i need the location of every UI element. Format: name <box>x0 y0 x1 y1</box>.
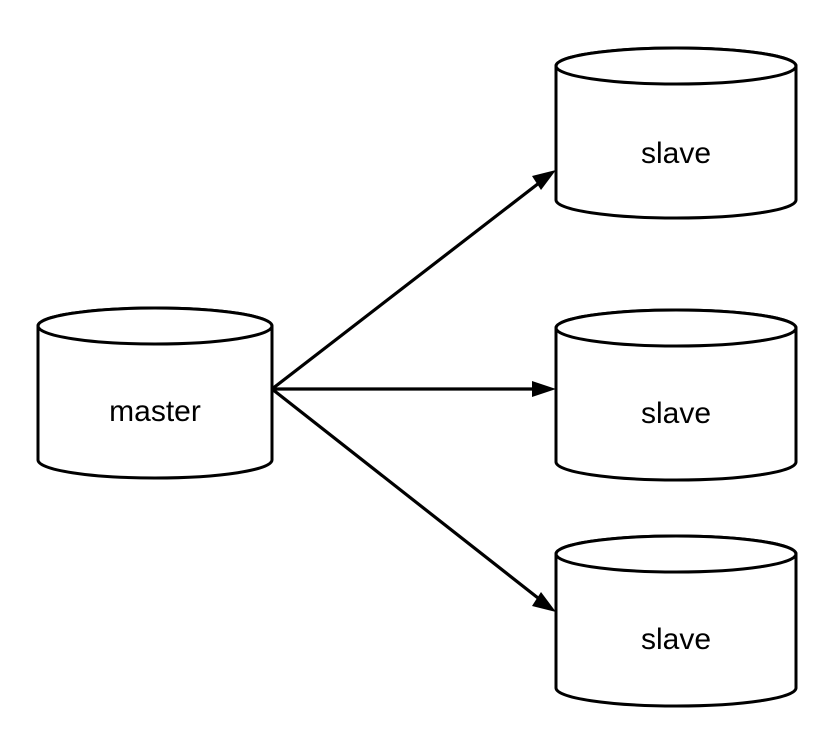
arrowhead-icon <box>532 592 556 612</box>
edge-master-to-slave-3[interactable] <box>271 387 556 612</box>
node-label-slave-3: slave <box>641 623 711 656</box>
cylinder-top-ellipse <box>554 534 798 574</box>
cylinder-top-ellipse <box>36 306 274 346</box>
arrowhead-icon <box>532 381 556 397</box>
node-master[interactable]: master <box>36 306 274 480</box>
node-slave-2[interactable]: slave <box>554 308 798 482</box>
edge-layer <box>271 170 556 612</box>
edge-line <box>271 387 539 600</box>
node-slave-3[interactable]: slave <box>554 534 798 708</box>
node-layer: master slave slave slave <box>36 46 798 708</box>
node-label-master: master <box>109 395 201 428</box>
cylinder-top-ellipse <box>554 308 798 348</box>
node-label-slave-1: slave <box>641 137 711 170</box>
edge-master-to-slave-1[interactable] <box>271 170 556 391</box>
node-slave-1[interactable]: slave <box>554 46 798 220</box>
edge-master-to-slave-2[interactable] <box>272 381 556 397</box>
cylinder-top-ellipse <box>554 46 798 86</box>
arrowhead-icon <box>532 170 556 190</box>
node-label-slave-2: slave <box>641 397 711 430</box>
edge-line <box>271 181 540 391</box>
